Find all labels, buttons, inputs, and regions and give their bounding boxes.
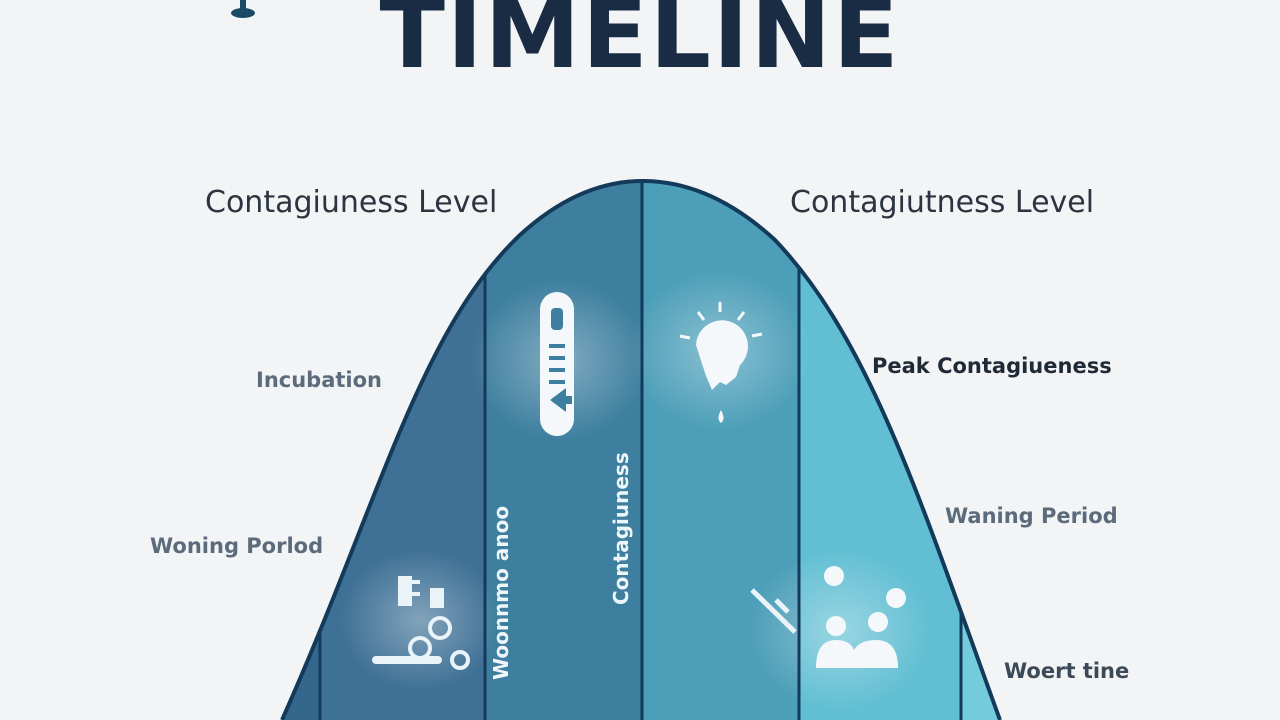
curve-outline [280, 178, 1002, 720]
page-title: TIMELINE [379, 0, 901, 90]
people-icon [816, 566, 906, 668]
medical-tools-icon [372, 576, 470, 670]
band-2 [485, 180, 642, 720]
peak-contagiousness-label: Peak Contagiueness [872, 354, 1112, 378]
band-0 [282, 180, 320, 720]
thermometer-icon [540, 292, 574, 436]
pin-icon [231, 0, 255, 18]
lightbulb-icon [679, 302, 763, 423]
wort-time-label: Woert tine [1004, 659, 1130, 683]
incubation-label: Incubation [256, 368, 382, 392]
band-2-label: Woonnmo anoo [489, 506, 513, 680]
syringe-icon [750, 588, 797, 634]
left-waning-label: Woning Porlod [150, 534, 324, 558]
right-waning-label: Waning Period [945, 504, 1118, 528]
band-3-label: Contagiuness [609, 452, 633, 605]
right-level-label: Contagiutness Level [790, 185, 1095, 220]
left-level-label: Contagiuness Level [205, 185, 498, 220]
